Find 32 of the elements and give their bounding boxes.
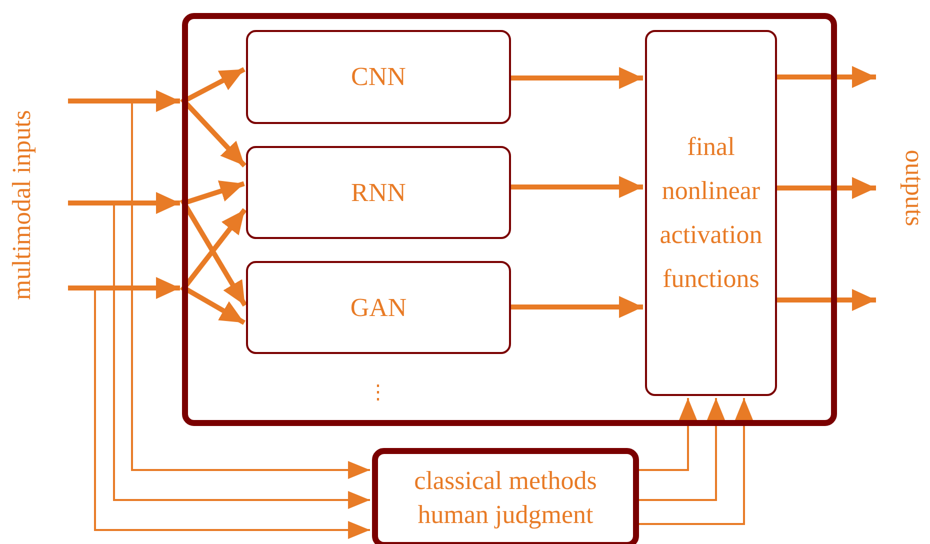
arrow [777,177,876,199]
arrow [511,67,643,89]
node-text: final nonlinear activation functions [658,131,764,295]
node-text: classical methods human judgment [413,465,598,531]
node-text: GAN [350,292,407,324]
arrow [777,289,876,311]
arrow [777,66,876,88]
arrow [511,176,643,198]
arrow [639,398,753,525]
arrow [68,90,180,112]
process-box [246,261,511,354]
arrow [639,398,725,501]
process-box [246,30,511,124]
node-text: CNN [351,61,406,93]
arrow [180,97,246,168]
ellipsis-text: ⋮ [368,380,388,404]
process-box [645,30,777,396]
container-box [182,13,837,426]
arrow [511,296,643,318]
axis-label: outputs [899,150,929,226]
arrow [180,198,248,307]
arrow [131,101,370,479]
arrow [68,277,180,299]
arrow [639,398,697,471]
process-box [372,448,639,544]
axis-label: multimodal inputs [7,110,37,300]
arrow [113,203,370,509]
arrow [94,288,370,539]
arrow [180,208,247,292]
process-box [246,146,511,239]
node-text: RNN [351,176,406,208]
arrow [68,192,180,214]
